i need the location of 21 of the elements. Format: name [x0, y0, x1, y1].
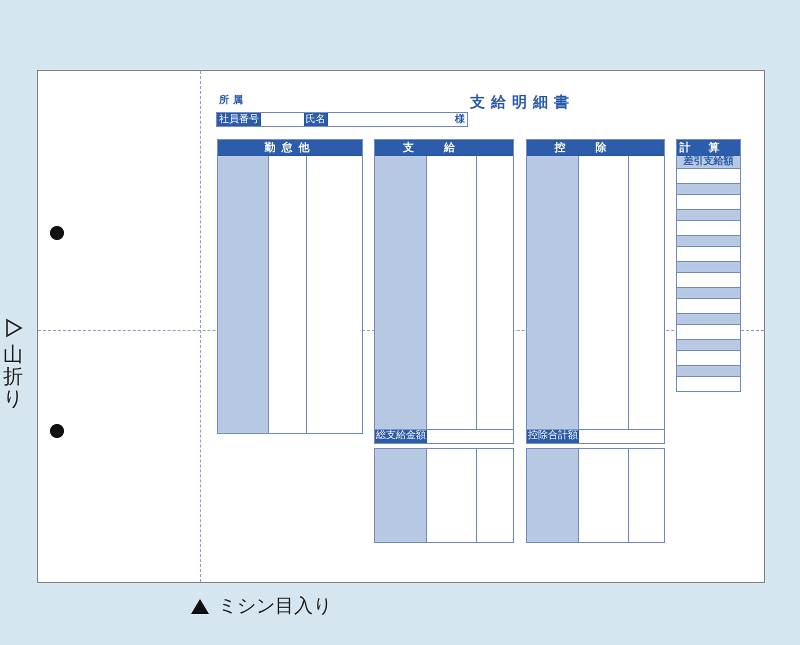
- form-title: 支給明細書: [470, 93, 575, 112]
- form-sheet: [37, 70, 765, 583]
- table-box: [374, 448, 514, 543]
- row-header: 差引支給額: [677, 156, 740, 168]
- table-panel: [374, 139, 514, 444]
- field-label: 所属: [219, 94, 247, 107]
- total-label: 総支給金額: [375, 430, 427, 443]
- column-header: 計算: [677, 140, 740, 156]
- honorific-text: 様: [455, 113, 466, 126]
- column-header: 勤怠他: [218, 140, 362, 156]
- total-label: 控除合計額: [527, 430, 579, 443]
- table-panel: [217, 139, 363, 434]
- column-header: 支給: [375, 140, 513, 156]
- column-header: 控除: [527, 140, 664, 156]
- perforation-note: ミシン目入り: [218, 594, 332, 619]
- table-panel: [526, 139, 665, 444]
- table-panel: [676, 139, 741, 392]
- fold-note: 山折り: [3, 343, 23, 409]
- table-box: [526, 448, 665, 543]
- field-label: 社員番号: [217, 113, 261, 126]
- field-label: 氏名: [304, 113, 328, 126]
